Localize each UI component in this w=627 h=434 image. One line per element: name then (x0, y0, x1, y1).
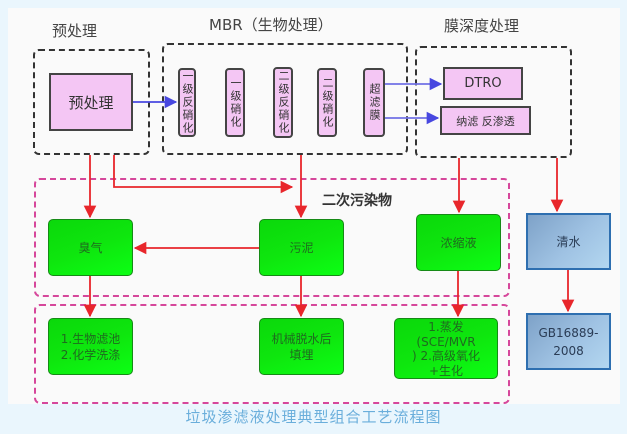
disposal-line: 1.生物滤池 (60, 331, 121, 346)
pollutant-label: 污泥 (289, 240, 314, 255)
disposal-line: ) 2.高级氧化 (412, 349, 480, 363)
section-title-membrane: 膜深度处理 (444, 17, 520, 35)
mbr-unit-secondary-nitrification: 二级硝化 (317, 68, 337, 137)
figure-caption: 垃圾渗滤液处理典型组合工艺流程图 (185, 408, 442, 426)
membrane-unit-dtro: DTRO (443, 67, 523, 100)
disposal-concentrate: 1.蒸发 (SCE/MVR ) 2.高级氧化 +生化 (394, 318, 498, 379)
disposal-line: 1.蒸发 (428, 320, 464, 334)
disposal-group (34, 304, 510, 404)
mbr-unit-label: 二级反硝化 (277, 70, 290, 135)
disposal-sludge: 机械脱水后 填埋 (259, 318, 344, 375)
pollutant-odor: 臭气 (48, 219, 133, 276)
pollutant-sludge: 污泥 (259, 219, 344, 276)
pollutant-label: 浓缩液 (440, 235, 477, 250)
membrane-unit-label: DTRO (464, 76, 502, 91)
mbr-group (162, 43, 408, 155)
disposal-line: 机械脱水后 (271, 331, 332, 346)
membrane-unit-label: 纳滤 反渗透 (456, 114, 515, 128)
pollutant-label: 臭气 (78, 240, 103, 255)
disposal-line: 填埋 (289, 347, 314, 362)
mbr-unit-ultrafiltration: 超滤膜 (363, 68, 385, 137)
mbr-unit-primary-nitrification: 一级硝化 (225, 68, 245, 137)
mbr-unit-primary-denitrification: 一级反硝化 (178, 68, 196, 137)
standard-box: GB16889- 2008 (526, 313, 611, 370)
mbr-unit-label: 二级硝化 (321, 76, 334, 129)
mbr-unit-label: 一级硝化 (229, 76, 242, 129)
mbr-unit-secondary-denitrification: 二级反硝化 (273, 67, 293, 138)
mbr-unit-label: 超滤膜 (368, 83, 381, 122)
membrane-group (415, 46, 572, 158)
section-title-pretreatment: 预处理 (52, 22, 98, 40)
clean-water-label: 清水 (556, 234, 581, 249)
disposal-line: +生化 (428, 363, 464, 378)
pretreatment-box: 预处理 (49, 73, 133, 131)
disposal-line: 2.化学洗涤 (60, 347, 121, 362)
clean-water-box: 清水 (526, 213, 611, 270)
disposal-line: (SCE/MVR (416, 334, 476, 349)
standard-line: GB16889- (538, 325, 599, 340)
section-title-secondary-pollutants: 二次污染物 (322, 193, 392, 209)
pollutant-concentrate: 浓缩液 (416, 214, 501, 271)
section-title-mbr: MBR（生物处理） (209, 16, 333, 34)
mbr-unit-label: 一级反硝化 (181, 70, 194, 135)
membrane-unit-nf-ro: 纳滤 反渗透 (440, 106, 531, 135)
standard-line: 2008 (553, 343, 584, 358)
pretreatment-box-label: 预处理 (68, 93, 114, 112)
disposal-odor: 1.生物滤池 2.化学洗涤 (48, 318, 133, 375)
